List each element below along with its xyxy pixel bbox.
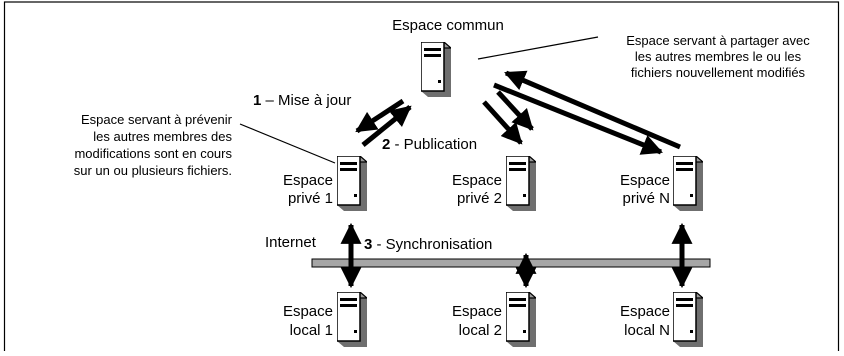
internet-label: Internet [265,234,317,251]
server-tower-icon [673,156,703,211]
private-n-up-arrow [504,70,681,150]
private-2-up-arrow [496,90,534,131]
local-n-line-2: local N [624,322,670,339]
diagram-frame [3,1,840,356]
server-tower-icon [506,156,536,211]
private-n-line-1: Espace [620,172,670,189]
local-2-line-2: local 2 [459,322,502,339]
server-tower-icon [337,292,367,347]
private-2-line-2: privé 2 [457,190,502,207]
publication-arrow [361,105,412,147]
callout-right-line-1: Espace servant à partager avec [626,33,810,48]
private-1-line-1: Espace [283,172,333,189]
callout-right-leader [477,36,599,60]
callout-left-line-3: modifications sont en cours [74,146,232,161]
callout-right: Espace servant à partager avec les autre… [477,33,810,80]
step-2-label: 2 - Publication [382,136,477,153]
title-label: Espace commun [392,17,504,34]
local-2-line-1: Espace [452,303,502,320]
local-1-line-2: local 1 [290,322,333,339]
step-3-label: 3 - Synchronisation [364,236,492,253]
internet-bus [311,258,711,268]
callout-left-line-4: sur un ou plusieurs fichiers. [74,163,232,178]
step-1-label: 1 – Mise à jour [253,92,351,109]
callout-left-line-1: Espace servant à prévenir [81,112,233,127]
local-n-line-1: Espace [620,303,670,320]
callout-left-leader [239,123,336,164]
private-2-line-1: Espace [452,172,502,189]
server-tower-icon [506,292,536,347]
callout-left-line-2: les autres membres des [93,129,232,144]
callout-right-line-3: fichiers nouvellement modifiés [631,65,806,80]
local-1-line-1: Espace [283,303,333,320]
private-n-down-arrow [493,82,663,155]
callout-left: Espace servant à prévenir les autres mem… [74,112,336,178]
server-tower-icon [421,42,451,97]
private-n-line-2: privé N [622,190,670,207]
server-tower-icon [337,156,367,211]
callout-right-line-2: les autres membres le ou les [635,49,802,64]
private-1-line-2: privé 1 [288,190,333,207]
private-2-down-arrow [482,100,523,145]
server-tower-icon [673,292,703,347]
